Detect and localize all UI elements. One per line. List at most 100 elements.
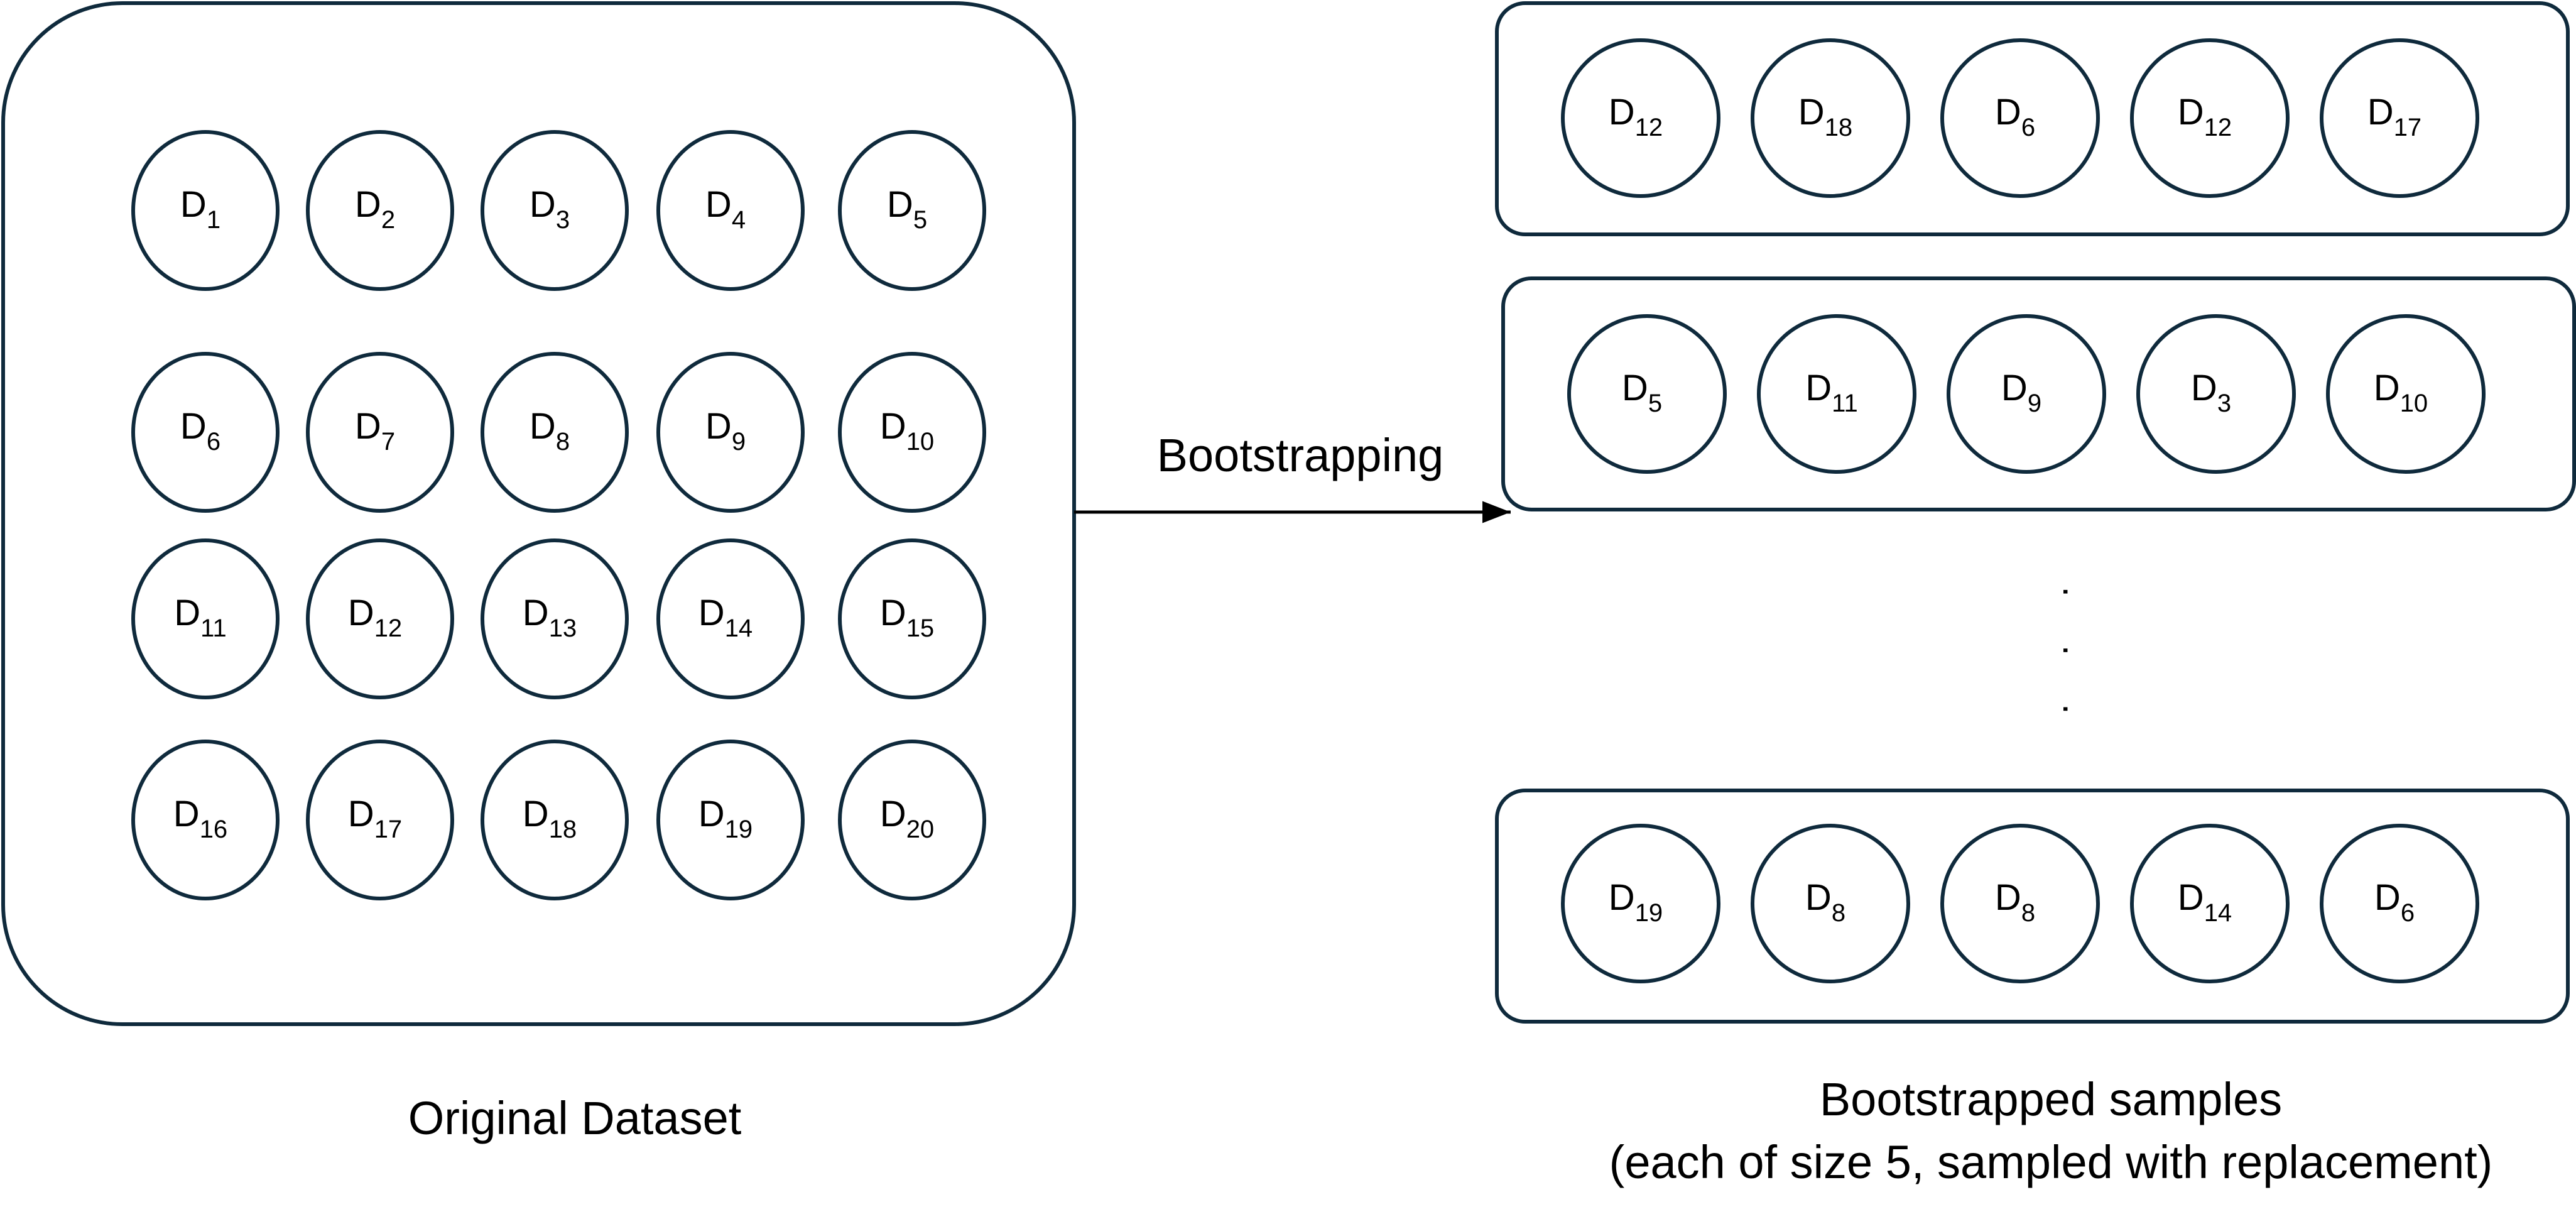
data-node: D20 — [838, 740, 986, 900]
data-node: D8 — [1940, 824, 2100, 983]
node-label-subscript: 12 — [1635, 114, 1663, 141]
node-circle — [1751, 824, 1910, 983]
ellipsis: . . . — [2055, 586, 2097, 733]
node-label-base: D — [2374, 877, 2401, 918]
data-node: D12 — [1561, 38, 1720, 198]
node-label-base: D — [880, 593, 906, 633]
node-label-subscript: 11 — [1832, 390, 1858, 417]
node-label: D12 — [2178, 92, 2232, 141]
node-label-subscript: 18 — [549, 816, 577, 843]
data-node: D8 — [1751, 824, 1910, 983]
node-label-base: D — [1609, 92, 1635, 133]
data-node: D9 — [656, 352, 805, 513]
data-node: D6 — [1940, 38, 2100, 198]
node-label: D3 — [2191, 368, 2231, 417]
node-circle — [1940, 38, 2100, 198]
node-label-subscript: 6 — [207, 428, 220, 456]
data-node: D10 — [2326, 314, 2486, 474]
node-label-subscript: 15 — [906, 615, 935, 642]
node-label: D3 — [530, 184, 570, 234]
node-label-base: D — [355, 184, 381, 225]
node-circle — [2320, 824, 2479, 983]
node-label-subscript: 12 — [374, 615, 403, 642]
node-label-base: D — [705, 184, 732, 225]
node-label-subscript: 3 — [2217, 390, 2231, 417]
node-label-base: D — [2001, 368, 2028, 408]
node-label-subscript: 5 — [1648, 390, 1662, 417]
data-node: D11 — [1757, 314, 1916, 474]
node-label: D8 — [1805, 877, 1845, 927]
node-circle — [2130, 38, 2290, 198]
node-circle — [481, 538, 629, 699]
data-node: D14 — [2130, 824, 2290, 983]
node-circle — [838, 740, 986, 900]
original-dataset-container — [1, 1, 1076, 1026]
data-node: D19 — [1561, 824, 1720, 983]
node-label-subscript: 19 — [725, 816, 753, 843]
node-label-base: D — [2374, 368, 2400, 408]
node-label: D11 — [174, 593, 226, 642]
node-label-subscript: 9 — [732, 428, 746, 456]
node-circle — [2130, 824, 2290, 983]
data-node: D15 — [838, 538, 986, 699]
node-label-subscript: 8 — [1832, 899, 1845, 927]
node-label-base: D — [180, 184, 207, 225]
node-label-base: D — [523, 593, 549, 633]
node-label-base: D — [880, 406, 906, 447]
node-label-base: D — [698, 593, 725, 633]
node-label: D14 — [2178, 877, 2232, 927]
node-label: D2 — [355, 184, 395, 234]
node-label: D9 — [705, 406, 746, 456]
node-circle — [306, 352, 454, 513]
node-label-base: D — [1798, 92, 1825, 133]
node-label-subscript: 9 — [2028, 390, 2041, 417]
data-node: D2 — [306, 130, 454, 291]
node-label-subscript: 8 — [556, 428, 570, 456]
node-label-subscript: 6 — [2401, 899, 2415, 927]
node-label-base: D — [355, 406, 381, 447]
node-label: D12 — [1609, 92, 1663, 141]
data-node: D13 — [481, 538, 629, 699]
node-label: D18 — [1798, 92, 1852, 141]
node-circle — [131, 130, 280, 291]
node-label: D1 — [180, 184, 220, 234]
node-label-subscript: 2 — [381, 206, 395, 234]
node-label: D20 — [880, 794, 934, 843]
node-label-subscript: 14 — [725, 615, 753, 642]
node-label-subscript: 17 — [2394, 114, 2422, 141]
node-circle — [656, 538, 805, 699]
node-circle — [1561, 38, 1720, 198]
node-circle — [306, 538, 454, 699]
node-label-base: D — [1805, 368, 1832, 408]
node-label: D6 — [1995, 92, 2035, 141]
node-label-subscript: 18 — [1825, 114, 1853, 141]
node-label-subscript: 5 — [913, 206, 927, 234]
data-node: D17 — [306, 740, 454, 900]
node-label-subscript: 10 — [906, 428, 935, 456]
node-label-subscript: 4 — [732, 206, 746, 234]
node-circle — [131, 352, 280, 513]
node-label-base: D — [2191, 368, 2217, 408]
node-circle — [838, 352, 986, 513]
node-label: D12 — [348, 593, 402, 642]
data-node: D5 — [1567, 314, 1727, 474]
data-node: D17 — [2320, 38, 2479, 198]
node-label-base: D — [2178, 877, 2204, 918]
node-label-base: D — [705, 406, 732, 447]
data-node: D16 — [131, 740, 280, 900]
data-node: D6 — [131, 352, 280, 513]
node-label-subscript: 10 — [2400, 390, 2428, 417]
data-node: D19 — [656, 740, 805, 900]
node-label-base: D — [887, 184, 913, 225]
node-label: D8 — [530, 406, 570, 456]
node-label-subscript: 8 — [2021, 899, 2035, 927]
node-label: D11 — [1805, 368, 1857, 417]
node-circle — [1947, 314, 2106, 474]
node-label: D5 — [887, 184, 927, 234]
node-label: D15 — [880, 593, 934, 642]
node-label-base: D — [180, 406, 207, 447]
node-label: D6 — [180, 406, 220, 456]
node-label-base: D — [1609, 877, 1635, 918]
